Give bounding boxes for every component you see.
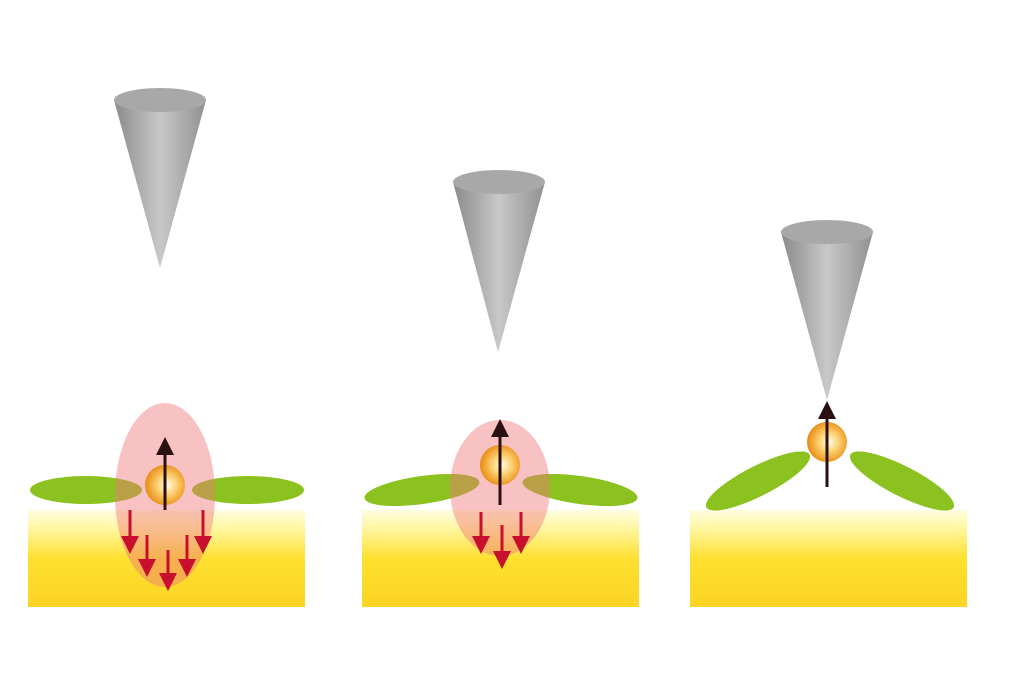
molecule-lobe-right (192, 476, 304, 504)
molecule-lobe-right (849, 451, 955, 511)
molecule-lobe-left (30, 476, 142, 504)
substrate (690, 510, 967, 607)
stm-tip (453, 170, 545, 352)
stm-tip (114, 88, 206, 268)
panel-2 (362, 170, 639, 607)
field-arrows (121, 510, 212, 591)
panel-3 (690, 220, 967, 607)
stm-tip (781, 220, 873, 400)
field-arrows (472, 512, 530, 569)
panel-1 (28, 88, 305, 607)
molecule-lobe-left (705, 451, 811, 511)
molecule-lobe-left (364, 473, 480, 507)
molecule-lobe-right (522, 473, 638, 507)
